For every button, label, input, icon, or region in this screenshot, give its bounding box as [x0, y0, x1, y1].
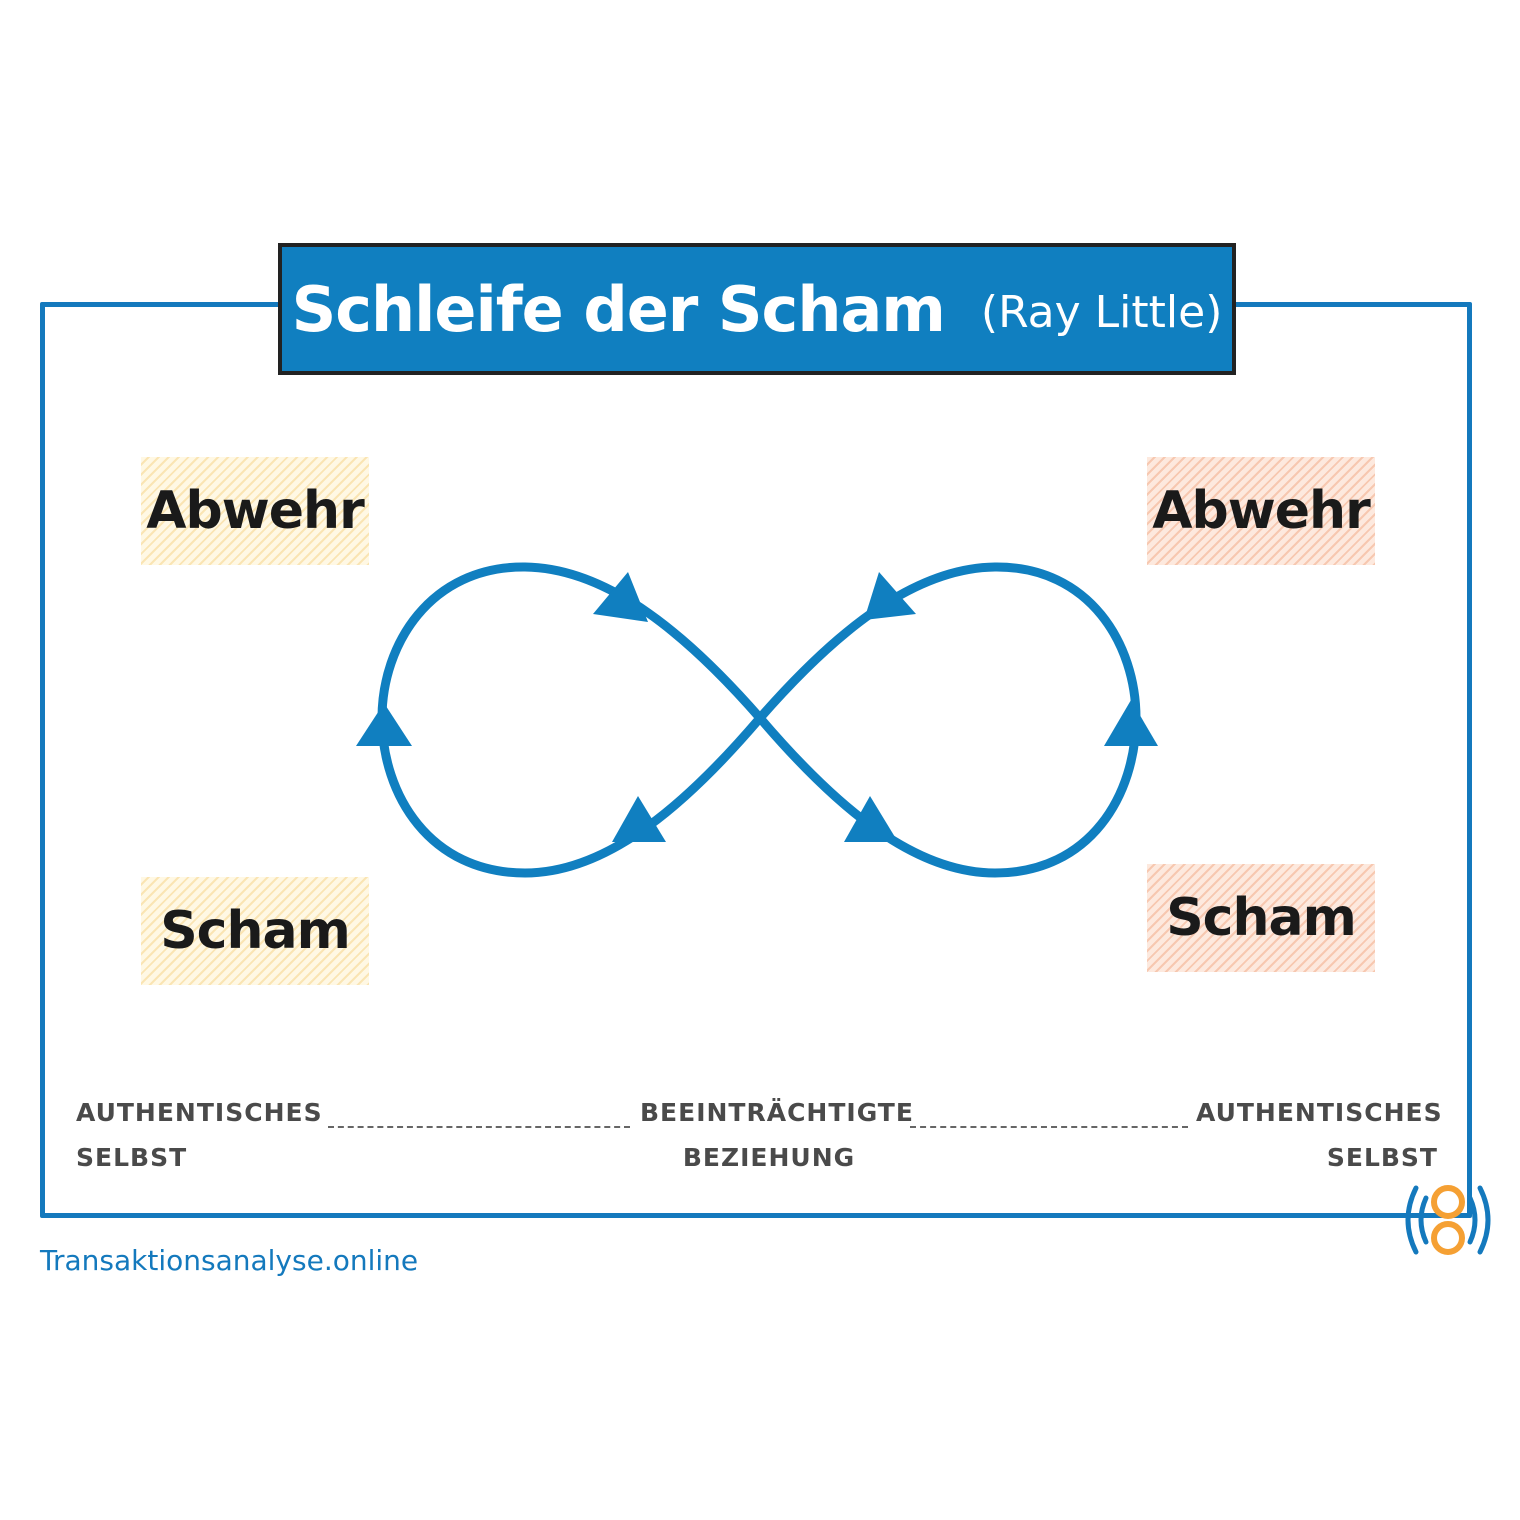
title-banner: Schleife der Scham (Ray Little) — [278, 243, 1236, 375]
bottom-center-line2: BEZIEHUNG — [682, 1143, 856, 1172]
infinity-left-loop — [377, 562, 766, 878]
dotted-connector-right — [910, 1126, 1188, 1128]
signal-eight-logo-icon — [1405, 1185, 1491, 1255]
label-scham-left: Scham — [141, 877, 369, 985]
footer-url[interactable]: Transaktionsanalyse.online — [40, 1244, 419, 1277]
arrow-icon-left-top — [593, 572, 648, 622]
dotted-connector-left — [328, 1126, 630, 1128]
arrow-icon-left-side — [356, 703, 412, 746]
bottom-right-line2: SELBST — [1326, 1143, 1438, 1172]
infinity-right-loop — [754, 562, 1141, 878]
arrow-icon-right-bottom — [844, 796, 898, 842]
bottom-label-center: BEEINTRÄCHTIGTE BEZIEHUNG — [640, 1090, 914, 1180]
page-subtitle: (Ray Little) — [980, 286, 1223, 338]
bottom-center-line1: BEEINTRÄCHTIGTE — [640, 1098, 914, 1127]
bottom-label-right: AUTHENTISCHES SELBST — [1196, 1090, 1443, 1180]
arrow-icon-left-bottom — [612, 796, 666, 842]
label-scham-right: Scham — [1147, 864, 1375, 972]
arrow-icon-right-top — [864, 572, 916, 620]
bottom-left-line2: SELBST — [76, 1143, 188, 1172]
label-abwehr-right: Abwehr — [1147, 457, 1375, 565]
bottom-label-left: AUTHENTISCHES SELBST — [76, 1090, 323, 1180]
label-abwehr-left: Abwehr — [141, 457, 369, 565]
bottom-right-line1: AUTHENTISCHES — [1196, 1098, 1443, 1127]
bottom-left-line1: AUTHENTISCHES — [76, 1098, 323, 1127]
arrow-icon-right-side — [1104, 700, 1158, 746]
page-title: Schleife der Scham — [291, 272, 946, 346]
